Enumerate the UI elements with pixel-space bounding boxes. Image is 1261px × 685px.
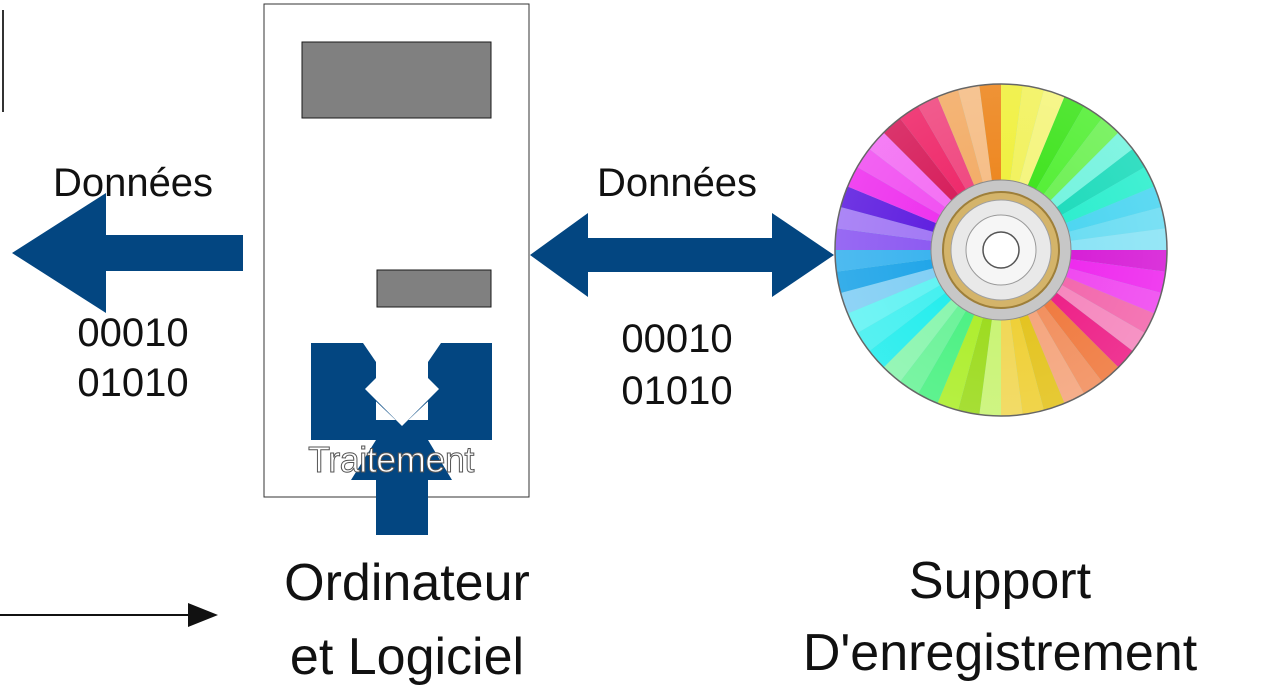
left-bits-line-1: 00010: [77, 311, 188, 355]
pointer-arrowhead: [188, 603, 218, 627]
computer-caption-line-1: Ordinateur: [284, 554, 530, 612]
drive-bay-small: [376, 269, 492, 308]
storage-caption-line-2: D'enregistrement: [803, 624, 1198, 682]
computer-caption-line-2: et Logiciel: [290, 628, 524, 685]
storage-caption-line-1: Support: [909, 552, 1092, 610]
processing-arrow: [311, 343, 492, 535]
middle-data-arrow: [530, 213, 834, 297]
left-data-arrow: [12, 193, 243, 313]
left-bits-line-2: 01010: [77, 361, 188, 405]
process-label: Traitement: [308, 439, 474, 480]
optical-disc: [834, 83, 1168, 417]
left-data-label: Données: [53, 161, 213, 205]
middle-bits-line-1: 00010: [621, 317, 732, 361]
drive-bay-large: [301, 41, 492, 119]
middle-bits-line-2: 01010: [621, 369, 732, 413]
middle-data-label: Données: [597, 161, 757, 205]
